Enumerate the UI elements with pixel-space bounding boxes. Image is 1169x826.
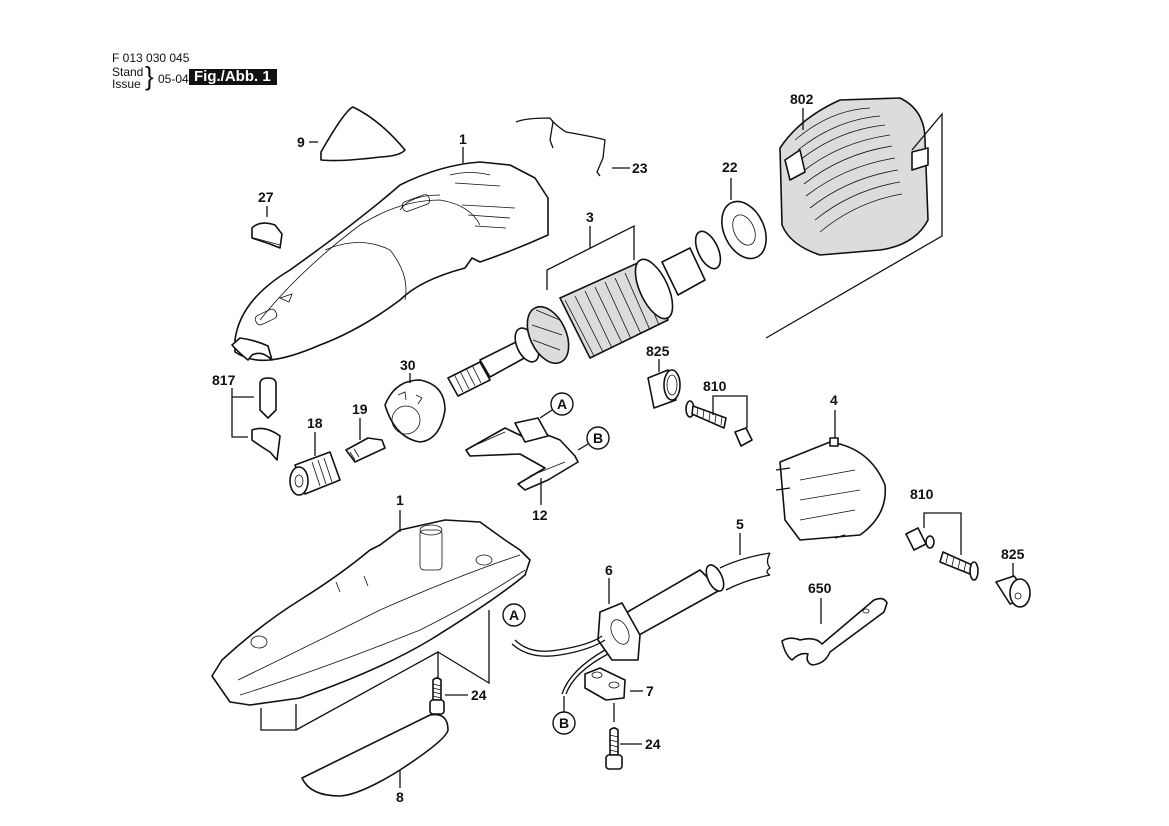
part-24-screw-left: 24	[429, 677, 487, 715]
part-30-shaft-cap: 30	[384, 357, 446, 443]
part-label-810-top: 810	[703, 378, 727, 394]
part-label-802: 802	[790, 91, 814, 107]
connector-b-bottom: B	[552, 696, 576, 735]
part-label-30: 30	[400, 357, 416, 373]
part-label-18: 18	[307, 415, 323, 431]
part-label-23: 23	[632, 160, 648, 176]
part-18-collet-nut: 18	[289, 415, 341, 496]
part-label-3: 3	[586, 209, 594, 225]
part-825-sleeve-right: 825	[995, 546, 1031, 608]
stand-issue-labels: Stand Issue	[112, 66, 152, 90]
part-label-817: 817	[212, 372, 236, 388]
part-19-shaft-lock: 19	[345, 401, 386, 463]
part-825-sleeve-top: 825	[646, 343, 681, 409]
part-label-19: 19	[352, 401, 368, 417]
connector-a-top: A	[539, 392, 574, 419]
part-6-strain-relief: 6	[597, 562, 641, 661]
figure-badge: Fig./Abb. 1	[189, 69, 277, 85]
part-4-end-plate: 4	[775, 392, 887, 541]
part-label-27: 27	[258, 189, 274, 205]
connector-b-bottom-label: B	[559, 715, 569, 731]
part-8-cover-plate: 8	[301, 713, 449, 805]
part-label-810-right: 810	[910, 486, 934, 502]
part-24-screw-right: 24	[605, 727, 661, 770]
part-label-4: 4	[830, 392, 838, 408]
part-label-24-right: 24	[645, 736, 661, 752]
part-7-cord-clamp: 7	[584, 667, 654, 722]
part-22-bearing: 22	[721, 159, 767, 260]
part-label-22: 22	[722, 159, 738, 175]
part-label-24-left: 24	[471, 687, 487, 703]
part-label-650: 650	[808, 580, 832, 596]
part-label-6: 6	[605, 562, 613, 578]
part-802-field-coil: 802	[765, 91, 943, 339]
part-27-cap: 27	[251, 189, 283, 249]
part-label-1-top: 1	[459, 131, 467, 147]
part-label-5: 5	[736, 516, 744, 532]
part-label-12: 12	[532, 507, 548, 523]
part-9-cover-plate: 9	[297, 106, 406, 162]
part-label-825-top: 825	[646, 343, 670, 359]
part-1-housing-bottom: 1	[211, 492, 531, 731]
document-number: F 013 030 045	[112, 51, 190, 65]
part-650-wrench: 650	[781, 580, 888, 666]
connector-a-bottom: A	[502, 603, 526, 627]
part-label-7: 7	[646, 683, 654, 699]
part-label-825-right: 825	[1001, 546, 1025, 562]
connector-a-top-label: A	[557, 396, 567, 412]
part-810-brush-top: 810	[685, 378, 753, 447]
part-label-1-bottom: 1	[396, 492, 404, 508]
part-label-9: 9	[297, 134, 305, 150]
part-23-wire-clip: 23	[515, 117, 648, 177]
brace-icon: }	[145, 61, 154, 91]
part-817-collet-set: 817	[212, 372, 281, 461]
part-810-brush-right: 810	[905, 486, 979, 581]
wire-leads	[511, 635, 609, 695]
issue-label: Issue	[112, 77, 141, 91]
connector-b-top-label: B	[593, 430, 603, 446]
part-3-armature: 3	[447, 209, 722, 397]
part-label-8: 8	[396, 789, 404, 805]
connector-b-top: B	[577, 426, 610, 451]
connector-a-bottom-label: A	[509, 607, 519, 623]
part-12-brush-bracket: 12	[465, 417, 579, 523]
part-1-housing-top: 1	[231, 131, 549, 362]
stand-label: Stand	[112, 65, 144, 79]
